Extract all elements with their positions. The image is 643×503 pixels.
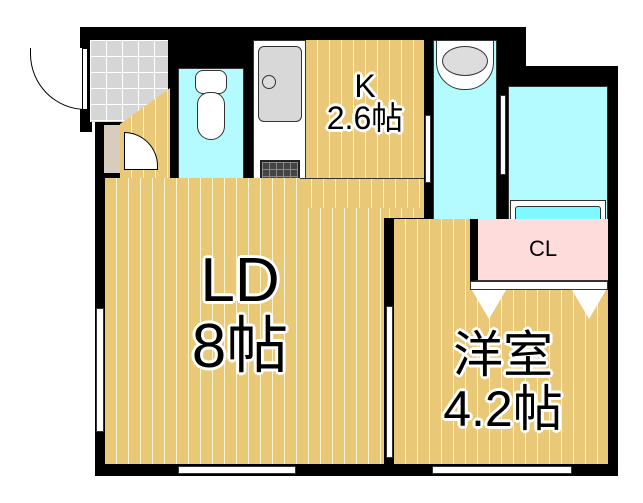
bedroom-sliding-door[interactable] bbox=[386, 306, 393, 458]
basin-bowl-icon bbox=[442, 46, 488, 76]
ld-floor-upper bbox=[300, 178, 424, 208]
western-room-name: 洋室 bbox=[453, 327, 553, 383]
bedroom-top-wall bbox=[384, 208, 618, 219]
ld-name: LD bbox=[200, 246, 280, 315]
ld-floor bbox=[105, 178, 384, 464]
entry-door[interactable] bbox=[82, 48, 88, 110]
washroom-door[interactable] bbox=[425, 115, 431, 183]
western-room-size: 4.2帖 bbox=[443, 381, 563, 437]
closet bbox=[470, 219, 608, 281]
kitchen-label: K 2.6帖 bbox=[306, 70, 424, 134]
sink-icon bbox=[258, 46, 302, 122]
ld-size: 8帖 bbox=[191, 312, 289, 381]
toilet-tank-icon bbox=[195, 70, 227, 94]
toilet-bowl-icon bbox=[197, 92, 225, 140]
closet-label: CL bbox=[528, 236, 558, 261]
kitchen-name: K bbox=[354, 68, 376, 104]
ld-label: LD 8帖 bbox=[130, 250, 350, 378]
western-room-label: 洋室 4.2帖 bbox=[408, 330, 598, 434]
kitchen-size: 2.6帖 bbox=[326, 100, 404, 136]
shoe-closet bbox=[104, 125, 120, 173]
closet-door-rail[interactable] bbox=[470, 281, 608, 290]
bedroom-bottom-window bbox=[432, 466, 572, 474]
right-wall bbox=[608, 66, 618, 476]
entry-door-swing[interactable] bbox=[30, 48, 86, 110]
sink-drain-icon bbox=[262, 75, 276, 89]
ld-left-window bbox=[96, 308, 104, 432]
bathroom-door[interactable] bbox=[500, 95, 506, 175]
ld-bottom-window bbox=[178, 466, 296, 474]
